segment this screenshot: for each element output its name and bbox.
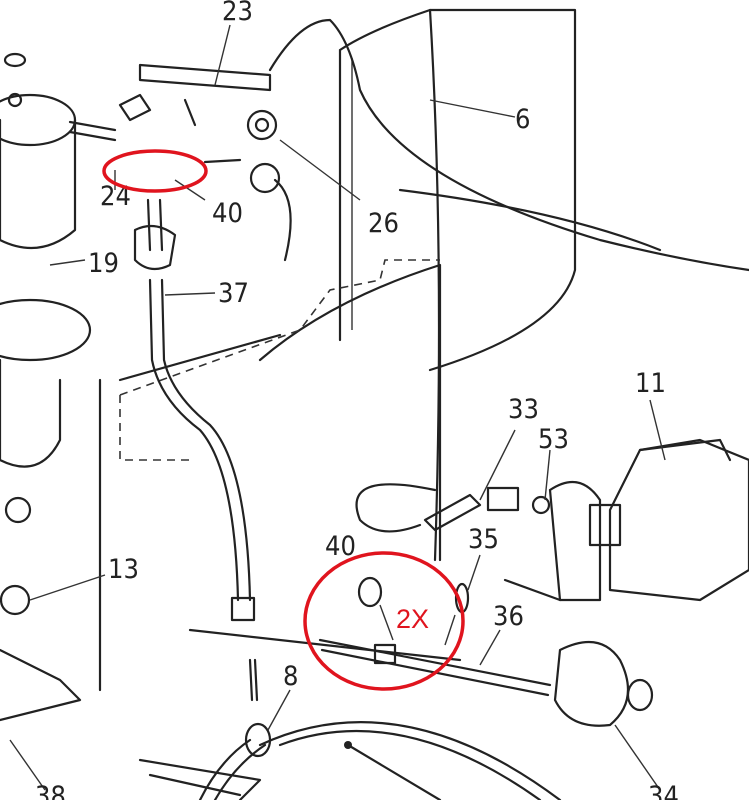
solenoid-valve-11 [503,438,749,602]
label-38: 38 [35,781,66,800]
valve-rod-36 [318,576,654,727]
quantity-annotation: 2X [396,604,429,634]
label-24: 24 [100,181,131,212]
label-36: 36 [493,601,524,632]
highlight-ellipse-bottom [303,551,465,691]
label-53: 53 [538,424,569,455]
label-23: 23 [222,0,253,27]
label-40-bottom: 40 [325,531,356,562]
housing-panel-6 [268,8,749,562]
fitting-33 [355,483,551,533]
pump-assembly [0,52,92,722]
label-34: 34 [648,781,679,800]
label-26: 26 [368,208,399,239]
label-33: 33 [508,394,539,425]
highlight-ellipse-top [102,149,208,193]
label-13: 13 [108,554,139,585]
top-fittings [68,63,292,262]
leader-lines [9,24,666,791]
label-11: 11 [635,368,666,399]
label-35: 35 [468,524,499,555]
label-37: 37 [218,278,249,309]
label-8: 8 [283,661,298,692]
label-6: 6 [515,104,530,135]
tube-37 [133,198,256,622]
bottom-tank [138,658,562,800]
label-40-top: 40 [212,198,243,229]
label-19: 19 [88,248,119,279]
lower-panel [98,259,462,692]
